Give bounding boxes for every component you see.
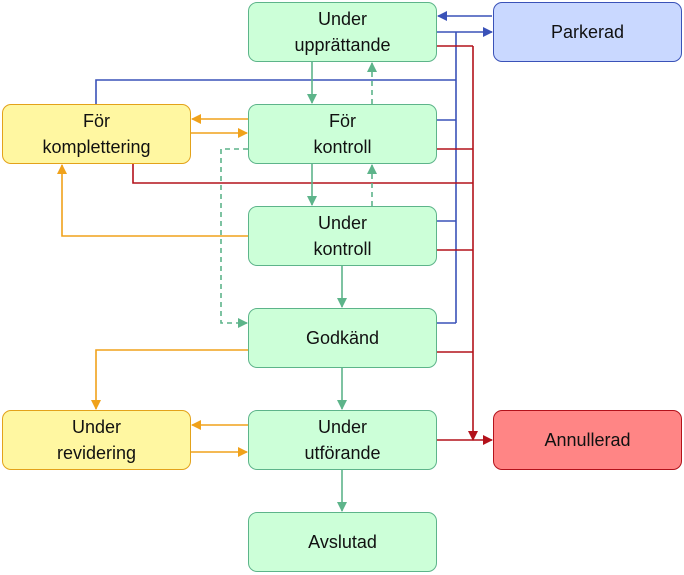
node-avslutad: Avslutad — [248, 512, 437, 572]
edge-komplettering-to-annullerad — [132, 164, 473, 184]
edge-godkand-to-revidering — [91, 349, 248, 410]
node-for-kontroll: För kontroll — [248, 104, 437, 164]
node-parkerad: Parkerad — [493, 2, 682, 62]
node-under-utforande: Under utförande — [248, 410, 437, 470]
node-annullerad: Annullerad — [493, 410, 682, 470]
edge-underkontroll-to-komplettering — [57, 164, 248, 237]
node-godkand: Godkänd — [248, 308, 437, 368]
edge-komplettering-to-parkerad — [95, 79, 456, 104]
node-for-komplettering: För komplettering — [2, 104, 191, 164]
edge-kontroll-to-godkand — [220, 148, 248, 328]
node-under-kontroll: Under kontroll — [248, 206, 437, 266]
node-under-revidering: Under revidering — [2, 410, 191, 470]
node-under-upprattande: Under upprättande — [248, 2, 437, 62]
